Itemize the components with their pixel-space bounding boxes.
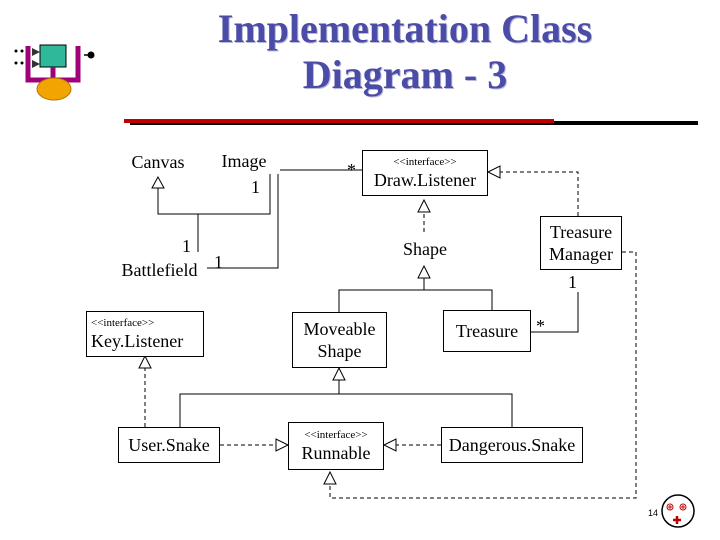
connector-image-battlefield	[197, 172, 271, 252]
connector-shape-subclasses	[338, 264, 493, 312]
class-name: Key.Listener	[91, 330, 184, 351]
slide-title: Implementation Class Diagram - 3	[150, 6, 660, 98]
class-canvas: Canvas	[118, 148, 198, 176]
multiplicity-label: 1	[568, 272, 577, 292]
class-draw-listener: <<interface>> Draw.Listener	[362, 150, 488, 196]
connector-usersnake-implements-keylistener	[138, 354, 152, 427]
connector-shape-implements-drawlistener	[417, 198, 431, 232]
connector-battlefield-extends-canvas	[151, 175, 199, 252]
multiplicity-label: *	[347, 160, 356, 180]
title-rule-red	[124, 119, 554, 123]
class-treasure-manager: Treasure Manager	[540, 216, 622, 270]
class-stereotype: <<interface>>	[393, 155, 457, 168]
class-name: Runnable	[301, 442, 371, 463]
class-name: User.Snake	[128, 435, 210, 455]
page-badge-icon	[661, 494, 695, 528]
class-dangerous-snake: Dangerous.Snake	[441, 427, 583, 463]
class-name: Dangerous.Snake	[448, 435, 576, 455]
connector-usersnake-implements-runnable	[220, 438, 290, 452]
class-key-listener: <<interface>> Key.Listener	[86, 311, 204, 357]
connector-treasuremanager-implements-drawlistener	[486, 165, 579, 216]
class-image: Image	[208, 148, 280, 174]
class-name: Shape	[403, 239, 447, 259]
class-treasure: Treasure	[443, 310, 531, 352]
title-line-1: Implementation Class	[217, 6, 593, 51]
multiplicity-label: *	[536, 316, 545, 336]
connector-dangeroussnake-implements-runnable	[382, 438, 441, 452]
multiplicity-label: 1	[182, 236, 191, 256]
title-line-2: Diagram - 3	[302, 52, 508, 97]
class-moveable-shape: Moveable Shape	[292, 312, 387, 368]
class-name: Battlefield	[121, 260, 198, 280]
class-shape: Shape	[394, 236, 456, 262]
class-stereotype: <<interface>>	[91, 316, 155, 329]
multiplicity-label: 1	[251, 177, 260, 197]
multiplicity-label: 1	[214, 252, 223, 272]
connector-treasuremanager-implements-runnable	[323, 251, 637, 499]
connector-treasuremanager-treasure	[531, 292, 579, 333]
connector-battlefield-drawlistener	[207, 169, 362, 269]
class-name: Image	[221, 151, 267, 171]
title-rule-black	[130, 121, 698, 125]
class-name: Canvas	[131, 152, 185, 172]
class-user-snake: User.Snake	[118, 427, 220, 463]
class-name: Draw.Listener	[373, 169, 477, 190]
class-battlefield: Battlefield	[112, 257, 207, 283]
class-stereotype: <<interface>>	[304, 428, 368, 441]
class-name: Treasure Manager	[549, 222, 613, 264]
connector-moveableshape-subclasses	[179, 366, 513, 427]
class-runnable: <<interface>> Runnable	[288, 422, 384, 470]
logo-icon	[14, 44, 95, 101]
class-name: Treasure	[455, 321, 519, 341]
page-number: 14	[648, 508, 659, 518]
class-name: Moveable Shape	[303, 319, 376, 361]
